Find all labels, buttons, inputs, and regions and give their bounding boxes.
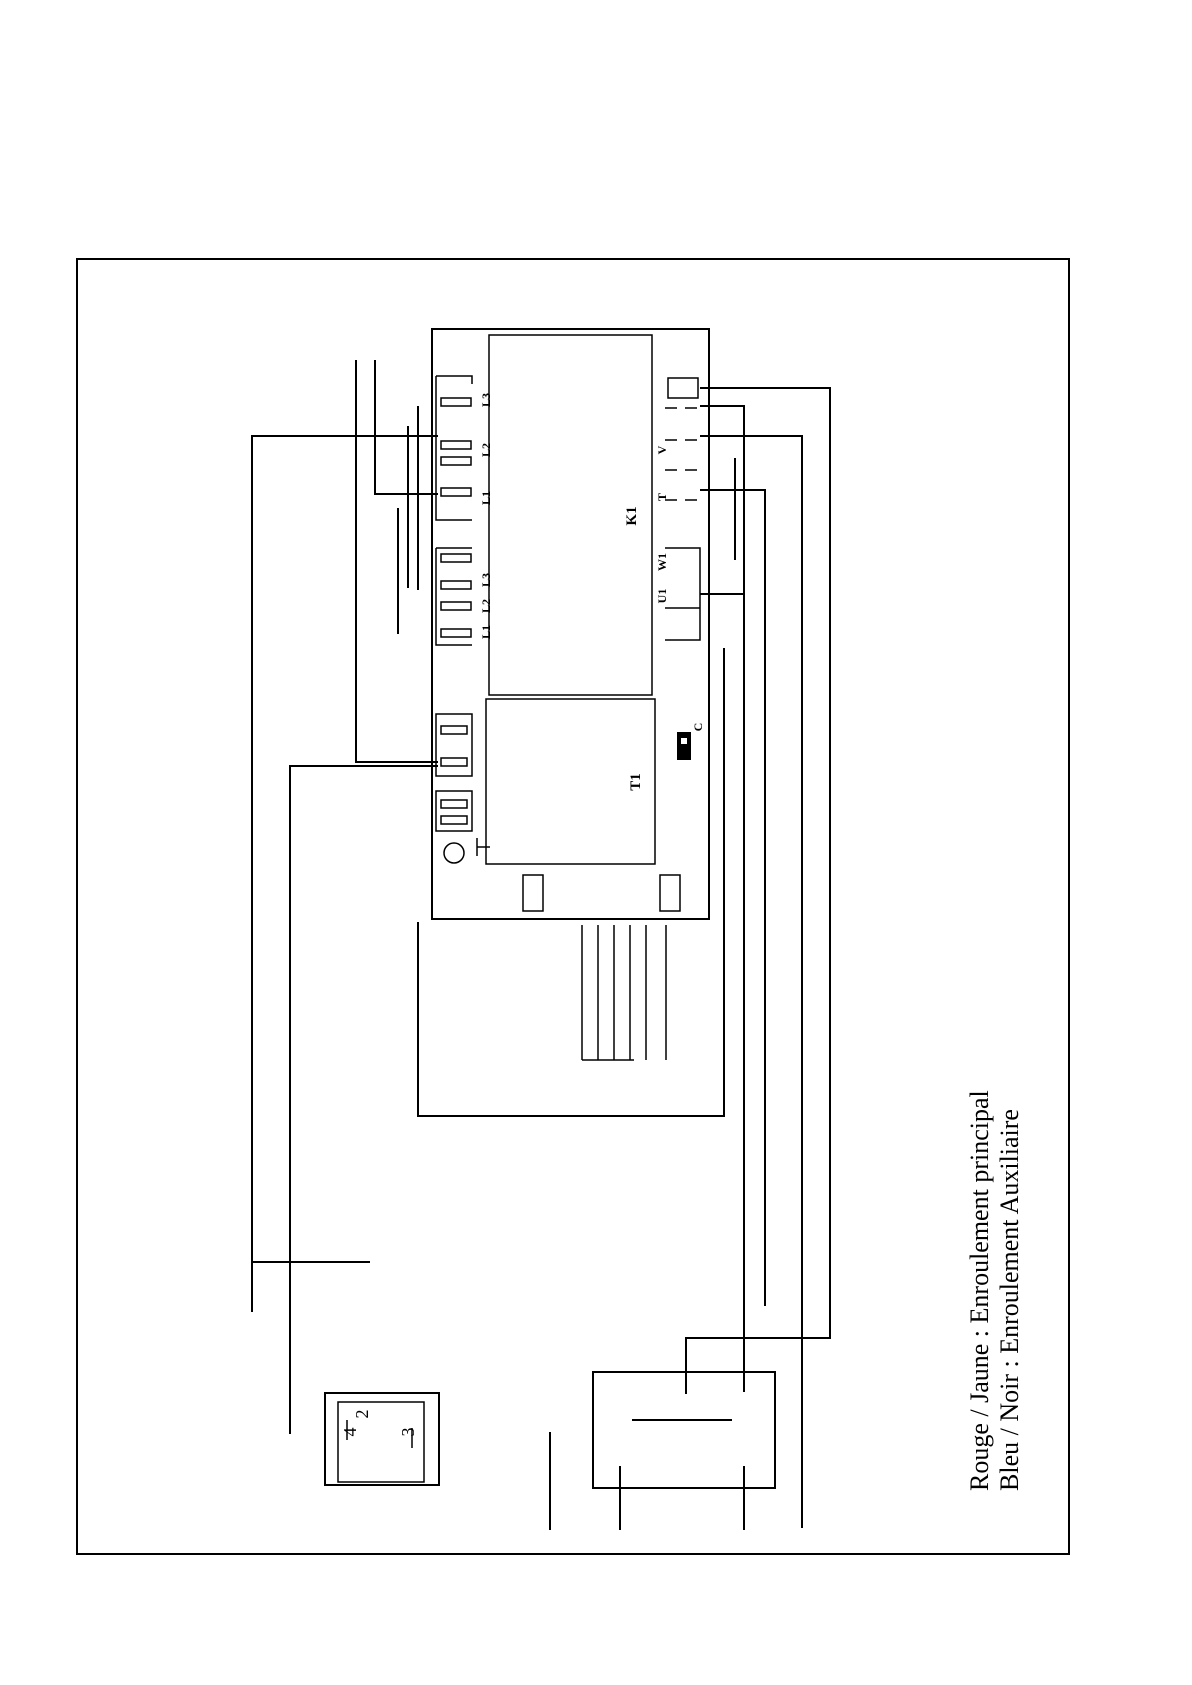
label-upper-l2: L2 (479, 443, 493, 457)
label-k1: K1 (624, 506, 640, 525)
transformer-connector (436, 714, 472, 831)
label-lower-l3: L3 (479, 573, 493, 587)
board-connector-right (660, 875, 680, 911)
outer-frame (77, 259, 1069, 1554)
legend-line-1: Rouge / Jaune : Enroulement principal (965, 1090, 994, 1491)
label-lower-l1: L1 (479, 625, 493, 639)
right-terminals (665, 378, 700, 640)
board-connector-left (523, 875, 543, 911)
capacitor-icon (677, 732, 691, 760)
label-lower-l2: L2 (479, 599, 493, 613)
legend-line-2: Bleu / Noir : Enroulement Auxiliaire (995, 1109, 1024, 1491)
terminal-block-upper (436, 376, 472, 520)
label-right-t: T (655, 493, 669, 501)
label-upper-l1: L1 (479, 491, 493, 505)
motor-box (550, 1308, 775, 1530)
control-board (432, 329, 709, 919)
switch-number-4: 4 (340, 1428, 360, 1437)
label-right-w1: W1 (655, 553, 669, 571)
label-right-u1: U1 (655, 589, 669, 604)
label-t1: T1 (628, 773, 644, 791)
ground-icon (444, 838, 490, 863)
wires-right (686, 388, 830, 1528)
label-c: C (691, 723, 705, 732)
switch-number-3: 3 (398, 1428, 418, 1437)
terminal-block-lower (436, 548, 472, 645)
legend: Rouge / Jaune : Enroulement principal Bl… (965, 1090, 1024, 1491)
wires-bottom-bundle (582, 925, 666, 1060)
label-right-v: V (655, 445, 669, 454)
label-upper-l3: L3 (479, 393, 493, 407)
switch-box: 2 3 4 (325, 1393, 439, 1485)
wires-left (252, 360, 724, 1434)
switch-number-2: 2 (352, 1410, 372, 1419)
